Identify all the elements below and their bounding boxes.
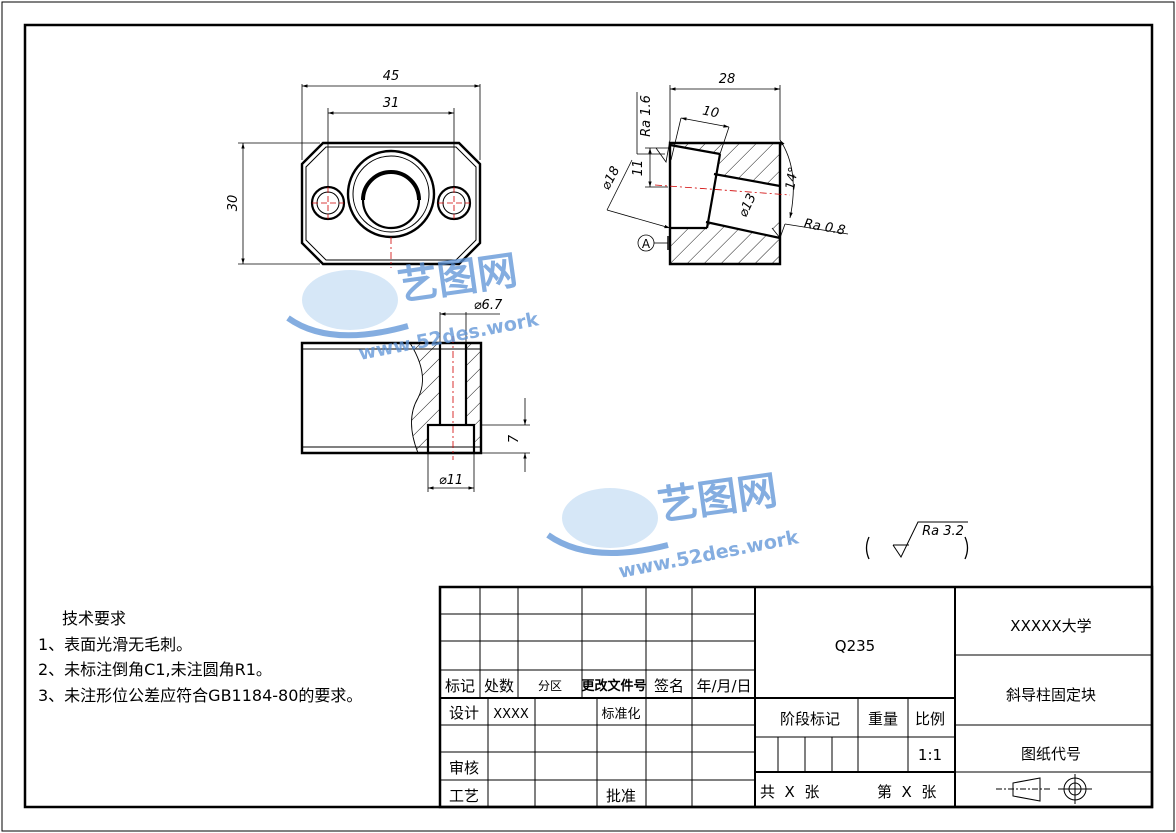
dim-45: 45 xyxy=(383,69,400,84)
dim-28: 28 xyxy=(719,72,736,87)
standardize-label: 标准化 xyxy=(601,707,640,722)
watermark-1: 艺图网 www.52des.work xyxy=(286,248,541,365)
rev-header-doc: 更改文件号 xyxy=(581,678,646,694)
material: Q235 xyxy=(835,637,875,655)
title-block-grid xyxy=(438,585,1154,809)
tech-req-title: 技术要求 xyxy=(62,609,126,628)
dia-18: ⌀18 xyxy=(599,164,624,193)
school-name: XXXXX大学 xyxy=(1010,617,1091,635)
general-roughness-symbol xyxy=(865,521,969,560)
dia-6-7: ⌀6.7 xyxy=(474,298,503,313)
weight-label: 重量 xyxy=(868,710,898,728)
sheet-number: 第 X 张 xyxy=(877,783,936,801)
drawing-code: 图纸代号 xyxy=(1021,745,1081,763)
ra-3-2: Ra 3.2 xyxy=(922,524,964,539)
part-name: 斜导柱固定块 xyxy=(1006,686,1096,704)
dia-11: ⌀11 xyxy=(439,473,463,488)
tech-req-item-2: 2、未标注倒角C1,未注圆角R1。 xyxy=(38,660,272,679)
top-view xyxy=(238,84,482,268)
stage-label: 阶段标记 xyxy=(780,710,840,728)
dim-11: 11 xyxy=(631,160,646,177)
ra-0-8: Ra 0.8 xyxy=(803,217,847,239)
rev-header-count: 处数 xyxy=(484,677,514,695)
rev-header-sign: 签名 xyxy=(654,677,684,695)
dim-10: 10 xyxy=(701,104,720,122)
rev-header-date: 年/月/日 xyxy=(696,677,751,695)
rev-header-zone: 分区 xyxy=(538,679,562,693)
rev-header-mark: 标记 xyxy=(445,677,475,695)
approve-label: 批准 xyxy=(606,787,636,805)
side-section-view xyxy=(606,85,849,266)
angle-14: 14° xyxy=(783,166,802,191)
tech-req-item-3: 3、未注形位公差应符合GB1184-80的要求。 xyxy=(38,686,362,705)
watermark-brand-2: 艺图网 xyxy=(655,468,780,530)
sheet-total: 共 X 张 xyxy=(760,783,819,801)
process-label: 工艺 xyxy=(449,787,479,805)
tech-req-item-1: 1、表面光滑无毛刺。 xyxy=(38,635,192,654)
review-label: 审核 xyxy=(449,759,479,777)
datum-a: A xyxy=(642,237,651,251)
scale-value: 1:1 xyxy=(918,746,942,764)
dim-31: 31 xyxy=(383,96,400,111)
dim-7: 7 xyxy=(507,434,522,443)
design-label: 设计 xyxy=(449,704,479,722)
front-view xyxy=(300,312,530,492)
designer-name: XXXX xyxy=(493,707,529,722)
watermark-2: 艺图网 www.52des.work xyxy=(546,468,801,583)
dim-30: 30 xyxy=(226,195,241,212)
projection-symbol-icon xyxy=(996,774,1092,804)
ra-1-6: Ra 1.6 xyxy=(639,95,654,137)
scale-label: 比例 xyxy=(915,710,945,728)
